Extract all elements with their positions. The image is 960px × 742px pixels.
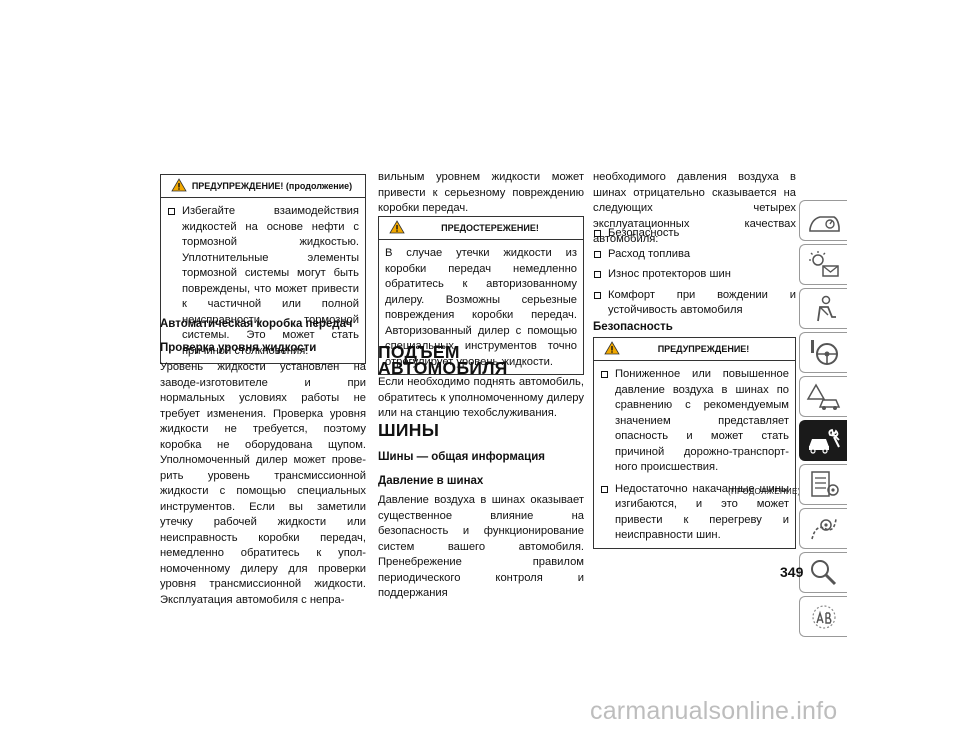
magnifier-icon	[811, 560, 837, 586]
warning-continued-title: ПРЕДУПРЕЖДЕНИЕ! (продолжение)	[191, 181, 353, 191]
caution-triangle-icon	[389, 220, 405, 234]
safety-warning-header: ПРЕДУПРЕЖДЕНИЕ!	[594, 338, 795, 361]
tab-specifications[interactable]	[799, 464, 847, 505]
checklist-icon	[811, 471, 839, 497]
safety-warning-box: ПРЕДУПРЕЖДЕНИЕ! Пониженное или повышенно…	[593, 337, 796, 549]
language-abc-icon	[812, 605, 836, 629]
warning-triangle-icon	[171, 178, 187, 192]
warning-triangle-icon	[604, 341, 620, 355]
route-map-icon	[811, 518, 837, 540]
tab-safety[interactable]	[799, 288, 847, 329]
list-item: Износ протекторов шин	[593, 267, 796, 283]
section-tabs	[799, 200, 847, 640]
tab-lights[interactable]	[799, 244, 847, 285]
warning-car-icon	[806, 383, 841, 410]
warning-item: Избегайте взаимодействия жидкостей на ос…	[167, 204, 359, 359]
tab-dashboard[interactable]	[799, 200, 847, 241]
heading-lifting: ПОДЪЕМ АВТОМОБИЛЯ	[378, 342, 508, 378]
heading-safety: Безопасность	[593, 321, 673, 333]
heading-tire-pressure: Давление в шинах	[378, 475, 484, 487]
car-dashboard-icon	[809, 216, 840, 232]
car-service-wrench-icon	[809, 428, 840, 454]
heading-tires: ШИНЫ	[378, 420, 440, 440]
caution-text: В случае утечки жидкости из коробки пере…	[385, 247, 577, 368]
heading-fluid-check: Проверка уровня жидкости	[160, 342, 317, 354]
caution-title: ПРЕДОСТЕРЕЖЕНИЕ!	[441, 223, 539, 233]
watermark: carmanualsonline.info	[590, 697, 838, 725]
tab-languages[interactable]	[799, 596, 847, 637]
page-number: 349	[780, 564, 804, 580]
fluid-paragraph-continued: вильным уровнем жидкости может привести …	[378, 171, 584, 214]
warning-continued-header: ПРЕДУПРЕЖДЕНИЕ! (продолжение)	[161, 175, 365, 198]
lights-envelope-icon	[809, 251, 839, 277]
list-item: Комфорт при вождении и устойчивость авто…	[593, 288, 796, 319]
tire-qualities-list: Безопасность Расход топлива Износ протек…	[593, 226, 796, 319]
warning-item: Недостаточно накачанные шины изгибаются,…	[600, 482, 789, 544]
fluid-level-paragraph: Уровень жидкости установлен на заводе-из…	[160, 361, 366, 606]
continued-label: (ПРОДОЛЖЕНИЕ)	[728, 487, 801, 496]
tab-driving[interactable]	[799, 332, 847, 373]
warning-item: Пониженное или повышенное давление возду…	[600, 367, 789, 476]
heading-transmission: Автоматическая коробка передач	[160, 318, 353, 330]
list-item: Безопасность	[593, 226, 796, 242]
lifting-text: Если необходимо поднять автомобиль, обра…	[378, 376, 584, 419]
warning-continued-box: ПРЕДУПРЕЖДЕНИЕ! (продолжение) Избегайте …	[160, 174, 366, 364]
tab-index[interactable]	[799, 552, 847, 593]
tire-pressure-text: Давление воздуха в шинах оказывает сущес…	[378, 494, 584, 599]
list-item: Расход топлива	[593, 247, 796, 263]
caution-box: ПРЕДОСТЕРЕЖЕНИЕ! В случае утечки жидкост…	[378, 216, 584, 375]
tab-service[interactable]	[799, 420, 847, 461]
tab-emergency[interactable]	[799, 376, 847, 417]
pressure-paragraph-continued: необходимого давления воздуха в шинах от…	[593, 171, 796, 245]
steering-wheel-icon	[811, 340, 838, 365]
heading-tires-general: Шины — общая информация	[378, 451, 545, 463]
caution-header: ПРЕДОСТЕРЕЖЕНИЕ!	[379, 217, 583, 240]
seat-airbag-icon	[817, 295, 836, 322]
safety-warning-title: ПРЕДУПРЕЖДЕНИЕ!	[657, 344, 750, 354]
tab-multimedia[interactable]	[799, 508, 847, 549]
